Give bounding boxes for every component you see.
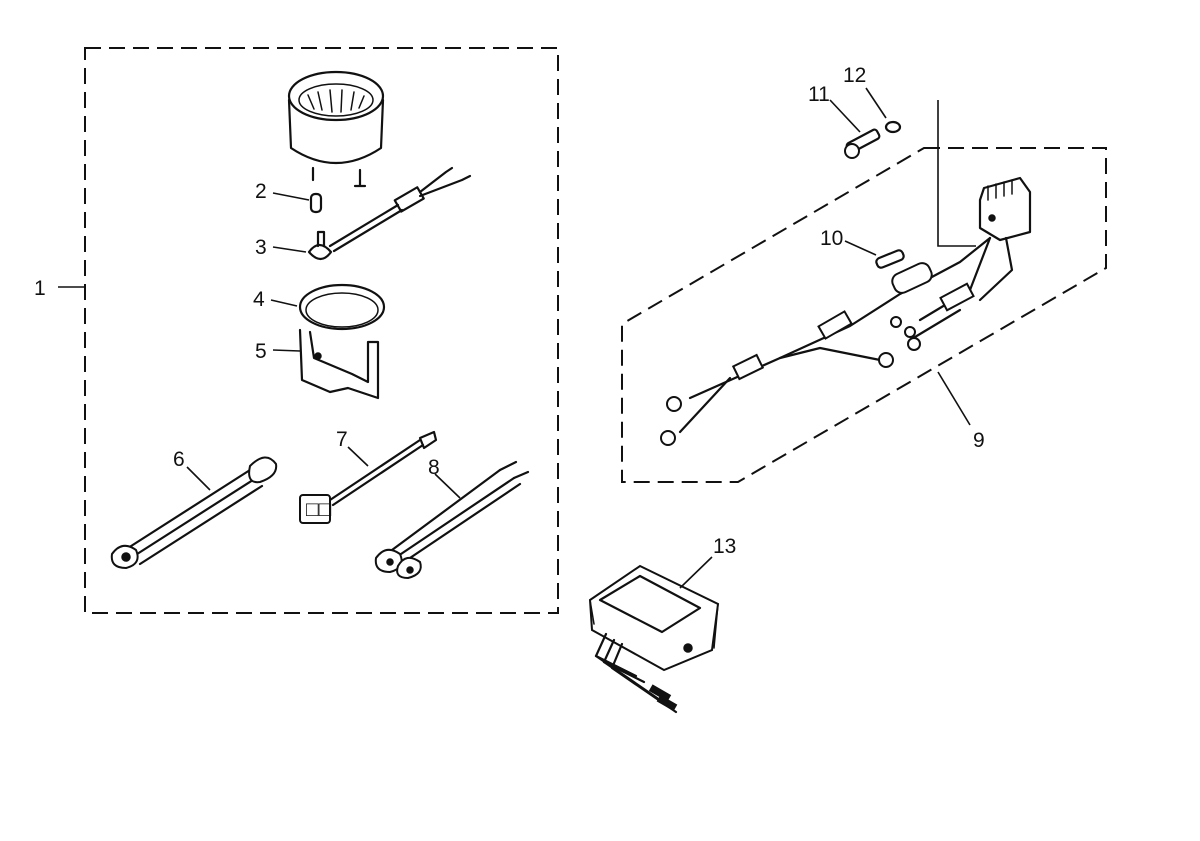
bulb (272, 192, 323, 214)
wiring-harness (660, 236, 1014, 446)
lead-7: □□ (299, 430, 438, 524)
kit-boundary-group-1 (58, 47, 559, 614)
callout-9: 9 (973, 429, 985, 452)
callout-6: 6 (173, 448, 185, 471)
callout-1: 1 (34, 277, 46, 300)
callout-7: 7 (336, 428, 348, 451)
callout-5: 5 (255, 340, 267, 363)
clamp-ring (270, 283, 386, 331)
screw (829, 99, 881, 159)
kit-boundary-group-9 (621, 100, 1107, 483)
control-module (588, 556, 720, 714)
callout-3: 3 (255, 236, 267, 259)
connector-block (978, 176, 1032, 242)
gauge-body (287, 70, 385, 188)
callout-2: 2 (255, 180, 267, 203)
callout-13: 13 (713, 535, 736, 558)
callout-12: 12 (843, 64, 866, 87)
harness-lead-6 (110, 456, 278, 570)
lock-washer (865, 87, 902, 134)
bulb-socket (272, 166, 472, 261)
callout-4: 4 (253, 288, 265, 311)
callout-10: 10 (820, 227, 843, 250)
callout-8: 8 (428, 456, 440, 479)
mounting-bracket (272, 328, 380, 400)
fuse (844, 240, 905, 269)
svg-text:□□: □□ (306, 498, 332, 521)
harness-lead-8 (374, 460, 530, 580)
callout-11: 11 (808, 83, 830, 106)
